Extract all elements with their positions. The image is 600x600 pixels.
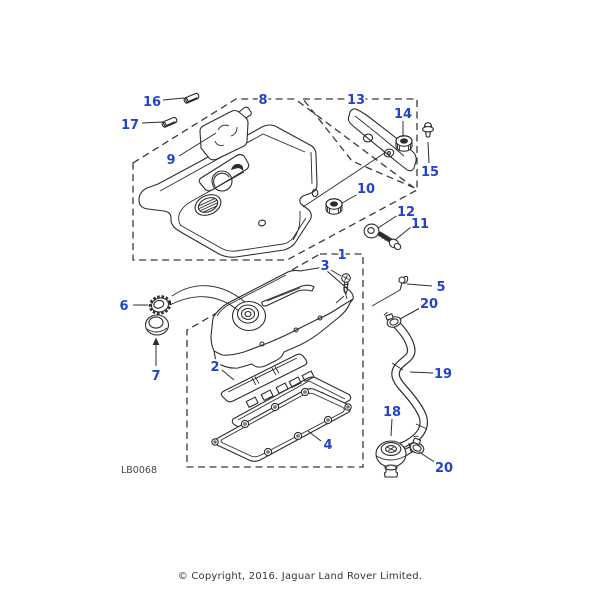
- land-rover-badge: [194, 194, 222, 216]
- camshaft-cover: [210, 267, 409, 369]
- leader-line-11: [394, 226, 412, 241]
- pin-17: [160, 115, 179, 129]
- leader-line-5: [406, 283, 433, 287]
- leader-line-20: [399, 307, 421, 320]
- callout-15[interactable]: 15: [419, 163, 441, 182]
- leader-line-2: [221, 369, 235, 381]
- leader-line-17: [141, 121, 164, 124]
- leader-line-20: [418, 451, 437, 464]
- filler-seal: [144, 314, 170, 336]
- engine-cover: [138, 124, 319, 258]
- callout-20b[interactable]: 20: [433, 459, 455, 478]
- breather-assembly: [375, 308, 429, 478]
- stud-5: [371, 275, 409, 307]
- group-box-13: [301, 98, 418, 190]
- leader-line-18: [390, 418, 393, 437]
- leader-line-16: [162, 97, 185, 101]
- callout-2[interactable]: 2: [208, 358, 221, 377]
- diagram-code: LB0068: [121, 465, 157, 476]
- callout-11[interactable]: 11: [409, 215, 431, 234]
- leader-line-10: [341, 193, 359, 204]
- cover-latch: [231, 163, 244, 171]
- bolt-11: [377, 231, 402, 251]
- callout-10[interactable]: 10: [355, 180, 377, 199]
- callout-20[interactable]: 20: [418, 295, 440, 314]
- callout-7[interactable]: 7: [149, 367, 162, 386]
- filler-recess: [198, 153, 250, 192]
- pin-16: [182, 91, 201, 105]
- oil-filler-cap: [148, 295, 172, 315]
- callout-1[interactable]: 1: [335, 246, 348, 265]
- gasket-bolt-tabs: [211, 387, 352, 457]
- callout-17[interactable]: 17: [119, 116, 141, 135]
- bracket: [302, 108, 417, 208]
- group-box-8: [132, 98, 419, 261]
- callout-12[interactable]: 12: [395, 203, 417, 222]
- copyright-notice: © Copyright, 2016. Jaguar Land Rover Lim…: [177, 571, 423, 582]
- callout-19[interactable]: 19: [432, 365, 454, 384]
- callout-9[interactable]: 9: [164, 151, 177, 170]
- leader-line-19: [409, 371, 434, 374]
- callout-16[interactable]: 16: [141, 93, 163, 112]
- callout-18[interactable]: 18: [381, 403, 403, 422]
- screw-15: [422, 122, 434, 138]
- screw-3: [341, 273, 351, 295]
- filler-cap-and-seal: [144, 285, 246, 336]
- callout-14[interactable]: 14: [392, 105, 414, 124]
- cover-rib: [261, 284, 315, 307]
- gasket-4: [211, 387, 352, 462]
- leader-line-9: [178, 132, 217, 157]
- leader-line-4: [307, 430, 322, 442]
- insulation-pad: [199, 106, 252, 161]
- callout-13[interactable]: 13: [345, 91, 367, 110]
- gaskets: [211, 353, 352, 462]
- grommet-10: [325, 198, 343, 215]
- callout-8[interactable]: 8: [256, 91, 269, 110]
- washer-12: [363, 223, 380, 239]
- callout-3[interactable]: 3: [318, 257, 331, 276]
- group-boxes: [132, 98, 419, 468]
- callout-5[interactable]: 5: [434, 278, 447, 297]
- leader-line-12: [377, 214, 399, 229]
- grommet-14: [395, 135, 413, 152]
- group-box-1: [186, 253, 364, 468]
- gasket-2: [220, 353, 308, 403]
- leader-line-15: [427, 141, 430, 164]
- callout-6[interactable]: 6: [117, 297, 130, 316]
- leader-arrow-7: [152, 337, 160, 345]
- callout-4[interactable]: 4: [321, 436, 334, 455]
- leader-line-3: [330, 269, 342, 277]
- hardware: [160, 91, 434, 251]
